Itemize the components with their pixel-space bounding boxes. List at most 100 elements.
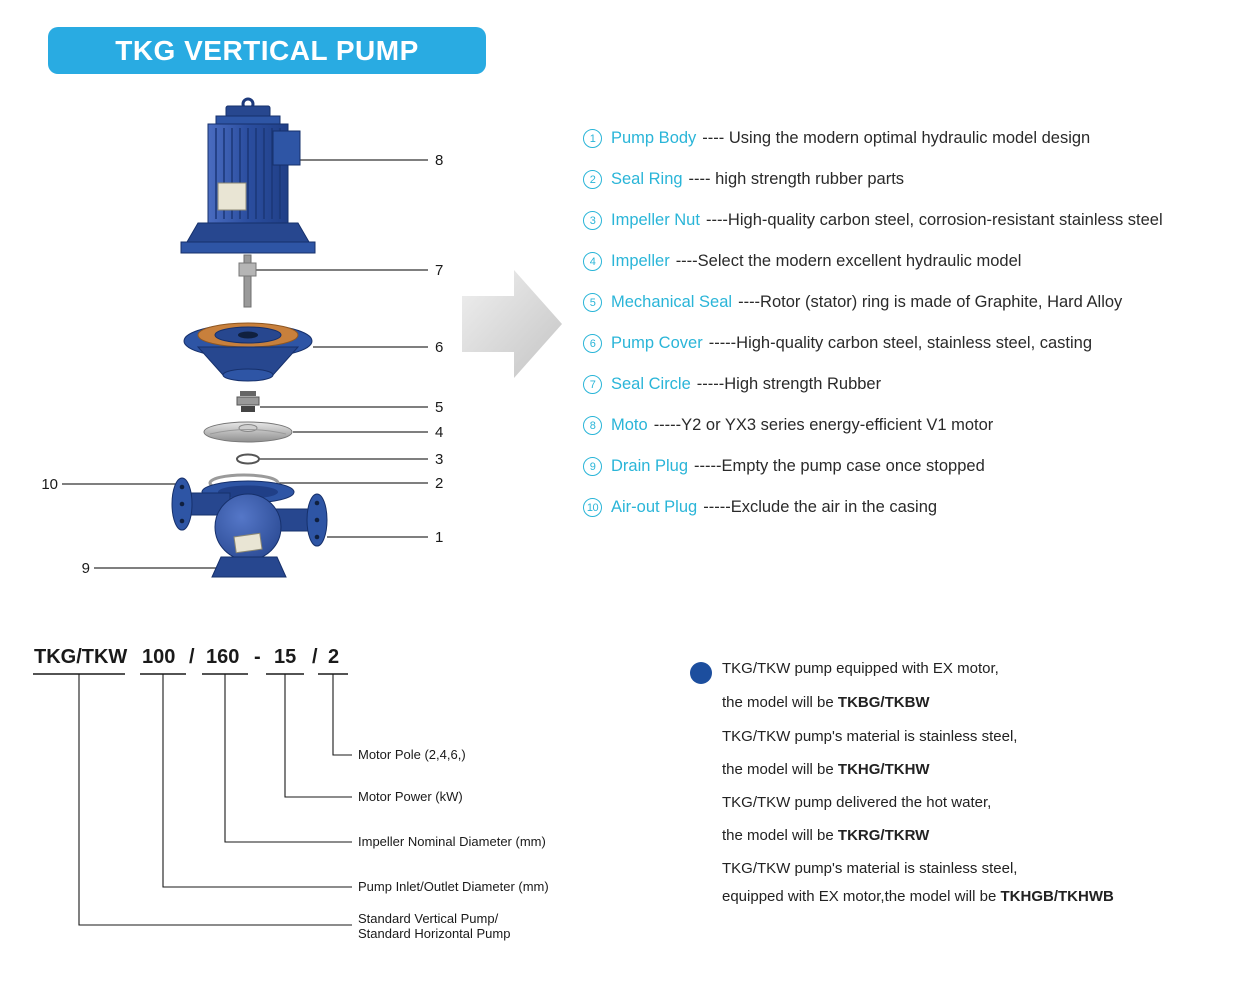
part-number-badge: 4	[583, 252, 602, 271]
part-item: 8 Moto -----Y2 or YX3 series energy-effi…	[583, 405, 1233, 446]
part-description: -----High strength Rubber	[696, 375, 882, 393]
model-token-inlet: 100	[142, 646, 176, 668]
callout-lines	[62, 159, 428, 569]
part-number-badge: 7	[583, 375, 602, 394]
note-line: TKG/TKW pump's material is stainless ste…	[722, 728, 1017, 745]
impeller	[203, 421, 293, 443]
part-description: -----Empty the pump case once stopped	[694, 457, 985, 475]
callout-2: 2	[435, 475, 443, 492]
part-description: -----Y2 or YX3 series energy-efficient V…	[653, 416, 994, 434]
label-standard-vertical: Standard Vertical Pump/	[358, 911, 499, 926]
part-name: Mechanical Seal	[611, 293, 733, 311]
note-text: the model will be	[722, 761, 838, 778]
callout-9: 9	[82, 560, 90, 577]
label-impeller-diameter: Impeller Nominal Diameter (mm)	[358, 834, 546, 849]
label-motor-pole: Motor Pole (2,4,6,)	[358, 747, 466, 762]
part-name: Impeller Nut	[611, 211, 700, 229]
part-name: Moto	[611, 416, 648, 434]
part-item: 4 Impeller ----Select the modern excelle…	[583, 241, 1233, 282]
motor	[180, 97, 316, 254]
part-number-badge: 6	[583, 334, 602, 353]
part-name: Pump Cover	[611, 334, 703, 352]
note-line: the model will be TKHG/TKHW	[722, 761, 930, 778]
note-text: TKG/TKW pump delivered the hot water,	[722, 794, 992, 811]
pump-cover	[183, 322, 313, 382]
label-standard-horizontal: Standard Horizontal Pump	[358, 926, 511, 941]
mechanical-seal	[236, 391, 260, 412]
model-variant-notes: TKG/TKW pump equipped with EX motor, the…	[682, 658, 1227, 918]
part-item: 1 Pump Body ---- Using the modern optima…	[583, 118, 1233, 159]
note-text: TKG/TKW pump's material is stainless ste…	[722, 728, 1018, 745]
part-item: 10 Air-out Plug -----Exclude the air in …	[583, 487, 1233, 528]
part-name: Drain Plug	[611, 457, 689, 475]
callout-6: 6	[435, 339, 443, 356]
model-nomenclature: TKG/TKW 100 / 160 - 15 / 2 Motor Pole (2…	[30, 640, 610, 980]
part-description: ----High-quality carbon steel, corrosion…	[705, 211, 1163, 229]
model-separator: /	[312, 646, 318, 668]
note-text: the model will be	[722, 694, 838, 711]
model-token-pole: 2	[328, 646, 340, 668]
callout-8: 8	[435, 152, 443, 169]
part-item: 2 Seal Ring ---- high strength rubber pa…	[583, 159, 1233, 200]
body-nameplate	[233, 532, 263, 554]
note-line: the model will be TKBG/TKBW	[722, 694, 930, 711]
part-number-badge: 3	[583, 211, 602, 230]
model-token-power: 15	[274, 646, 297, 668]
part-name: Seal Ring	[611, 170, 683, 188]
part-name: Impeller	[611, 252, 670, 270]
note-line: equipped with EX motor,the model will be…	[722, 888, 1114, 905]
part-number-badge: 2	[583, 170, 602, 189]
part-number-badge: 10	[583, 498, 602, 517]
part-description: ---- Using the modern optimal hydraulic …	[702, 129, 1091, 147]
part-number-badge: 8	[583, 416, 602, 435]
note-model: TKHGB/TKHWB	[1000, 888, 1114, 905]
part-number-badge: 9	[583, 457, 602, 476]
note-model: TKRG/TKRW	[837, 827, 930, 844]
page-title: TKG VERTICAL PUMP	[48, 27, 486, 74]
callout-10: 10	[41, 476, 58, 493]
arrow-right-icon	[462, 270, 562, 378]
model-separator: /	[189, 646, 195, 668]
note-model: TKBG/TKBW	[837, 694, 930, 711]
callout-numbers: 8 7 6 5 4 3 2 1 10 9	[41, 152, 443, 577]
note-text: TKG/TKW pump equipped with EX motor,	[722, 660, 999, 677]
note-model: TKHG/TKHW	[837, 761, 930, 778]
part-item: 3 Impeller Nut ----High-quality carbon s…	[583, 200, 1233, 241]
model-token-series: TKG/TKW	[34, 646, 128, 668]
part-description: -----Exclude the air in the casing	[703, 498, 938, 516]
label-inlet-outlet: Pump Inlet/Outlet Diameter (mm)	[358, 879, 549, 894]
note-line: the model will be TKRG/TKRW	[722, 827, 929, 844]
parts-list: 1 Pump Body ---- Using the modern optima…	[583, 118, 1233, 528]
part-name: Seal Circle	[611, 375, 691, 393]
pump-foot	[211, 556, 287, 578]
nomenclature-lines	[33, 673, 352, 926]
impeller-nut	[236, 453, 260, 465]
motor-nameplate	[217, 182, 247, 211]
pump-body	[171, 477, 328, 578]
callout-1: 1	[435, 529, 443, 546]
note-line: TKG/TKW pump delivered the hot water,	[722, 794, 991, 811]
model-token-impeller: 160	[206, 646, 240, 668]
callout-4: 4	[435, 424, 443, 441]
callout-5: 5	[435, 399, 443, 416]
part-description: ----Select the modern excellent hydrauli…	[675, 252, 1022, 270]
part-item: 9 Drain Plug -----Empty the pump case on…	[583, 446, 1233, 487]
bullet-icon	[690, 662, 712, 684]
terminal-box	[272, 130, 301, 166]
part-description: -----High-quality carbon steel, stainles…	[708, 334, 1093, 352]
note-line: TKG/TKW pump equipped with EX motor,	[722, 660, 999, 677]
part-number-badge: 1	[583, 129, 602, 148]
note-text: TKG/TKW pump's material is stainless ste…	[722, 860, 1018, 877]
part-description: ---- high strength rubber parts	[688, 170, 905, 188]
note-text: equipped with EX motor,the model will be	[722, 888, 1001, 905]
callout-3: 3	[435, 451, 443, 468]
model-separator: -	[254, 646, 261, 668]
part-description: ----Rotor (stator) ring is made of Graph…	[738, 293, 1123, 311]
label-motor-power: Motor Power (kW)	[358, 789, 463, 804]
part-name: Pump Body	[611, 129, 697, 147]
pump-exploded-diagram: 8 7 6 5 4 3 2 1 10 9	[41, 97, 443, 578]
note-line: TKG/TKW pump's material is stainless ste…	[722, 860, 1017, 877]
part-item: 5 Mechanical Seal ----Rotor (stator) rin…	[583, 282, 1233, 323]
part-item: 6 Pump Cover -----High-quality carbon st…	[583, 323, 1233, 364]
